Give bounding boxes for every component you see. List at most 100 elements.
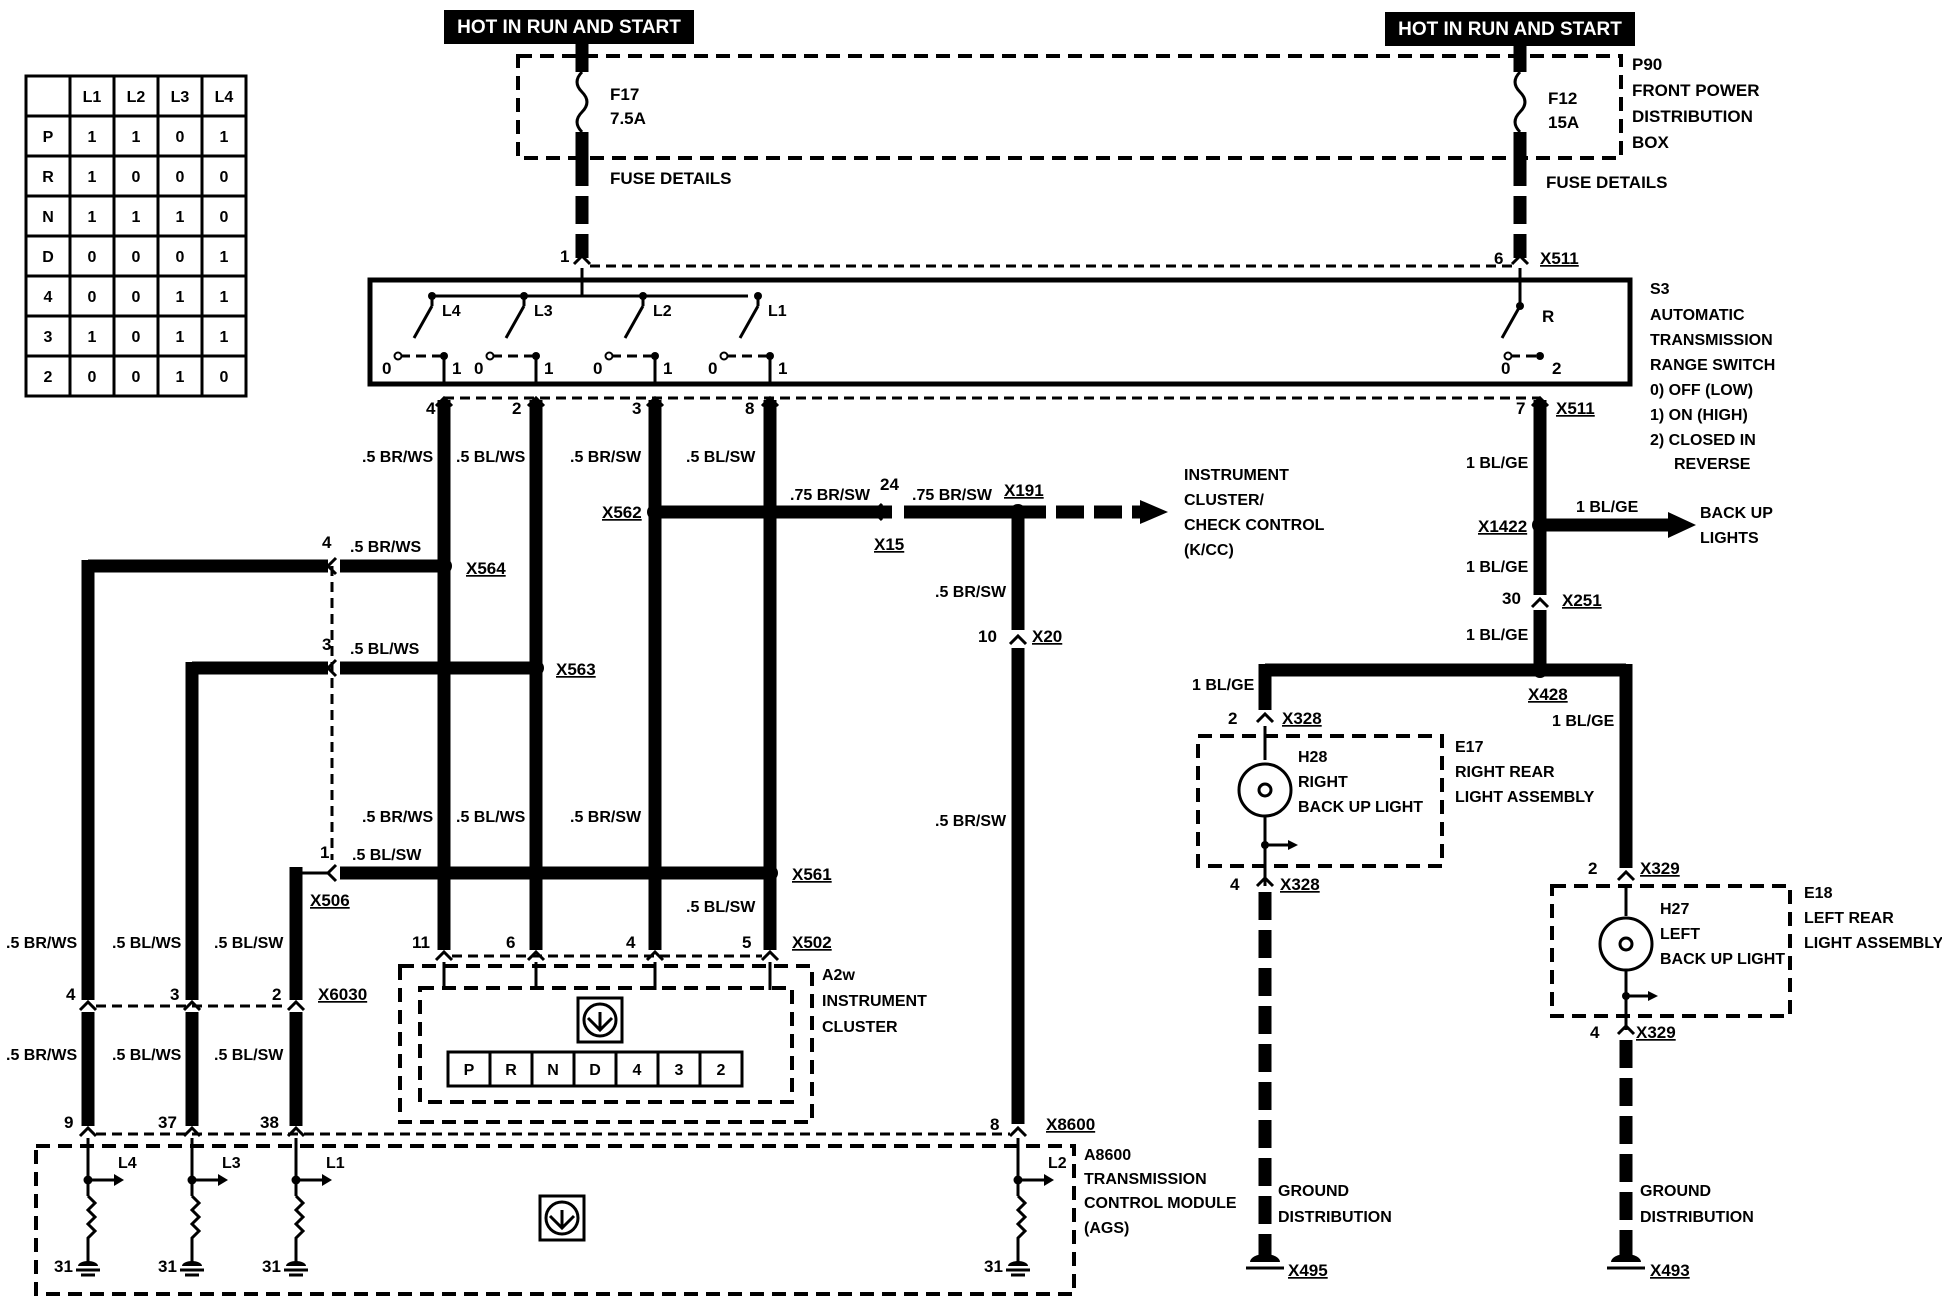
svg-text:X493: X493 bbox=[1650, 1261, 1690, 1280]
svg-text:1 BL/GE: 1 BL/GE bbox=[1192, 677, 1255, 694]
svg-text:.5 BR/WS: .5 BR/WS bbox=[362, 449, 433, 466]
svg-text:X561: X561 bbox=[792, 865, 832, 884]
svg-text:6: 6 bbox=[1494, 249, 1503, 268]
fuse-f12-icon bbox=[1513, 70, 1527, 134]
truth-table-cell bbox=[200, 274, 248, 318]
truth-table-value: 1 bbox=[176, 289, 185, 306]
truth-table-value: 1 bbox=[132, 209, 141, 226]
truth-table-value: P bbox=[43, 129, 54, 146]
svg-text:4: 4 bbox=[1230, 875, 1240, 894]
truth-table-value: 0 bbox=[132, 169, 141, 186]
left-backup-bulb-icon bbox=[1598, 916, 1654, 972]
svg-text:LIGHT ASSEMBLY: LIGHT ASSEMBLY bbox=[1455, 789, 1595, 806]
svg-text:.5 BL/WS: .5 BL/WS bbox=[456, 809, 526, 826]
resistor-icon bbox=[189, 1194, 202, 1250]
svg-text:X8600: X8600 bbox=[1046, 1115, 1095, 1134]
tcm-input-label: L3 bbox=[222, 1155, 241, 1172]
connector-pin-mark bbox=[526, 395, 546, 408]
truth-table-cell bbox=[24, 154, 72, 198]
svg-text:4: 4 bbox=[66, 985, 76, 1004]
ground-icon bbox=[286, 1261, 306, 1266]
range-switch-label: S3 AUTOMATIC TRANSMISSION RANGE SWITCH 0… bbox=[1650, 281, 1775, 473]
svg-text:LEFT: LEFT bbox=[1660, 926, 1700, 943]
instrument-cluster-check-label: INSTRUMENT CLUSTER/ CHECK CONTROL (K/CC) bbox=[1184, 467, 1325, 559]
switch-pos-0: 0 bbox=[708, 359, 717, 378]
truth-table-value: 0 bbox=[220, 169, 229, 186]
svg-text:1 BL/GE: 1 BL/GE bbox=[1466, 559, 1529, 576]
truth-table-header: L4 bbox=[215, 89, 234, 106]
svg-text:A2w: A2w bbox=[822, 967, 855, 984]
fuse-f12-details: FUSE DETAILS bbox=[1546, 173, 1668, 192]
svg-text:X329: X329 bbox=[1640, 859, 1680, 878]
svg-text:H27: H27 bbox=[1660, 901, 1689, 918]
truth-table-value: 0 bbox=[220, 209, 229, 226]
svg-text:X328: X328 bbox=[1282, 709, 1322, 728]
truth-table-cell bbox=[156, 234, 204, 278]
left-assembly-label: E18 LEFT REAR LIGHT ASSEMBLY bbox=[1804, 885, 1942, 952]
hot-label-right-text: HOT IN RUN AND START bbox=[1398, 19, 1622, 40]
gear-indicator-cell bbox=[530, 1050, 576, 1088]
svg-text:1: 1 bbox=[320, 843, 329, 862]
switch-pos-1: 1 bbox=[544, 359, 553, 378]
svg-text:X329: X329 bbox=[1636, 1023, 1676, 1042]
svg-text:E17: E17 bbox=[1455, 739, 1484, 756]
ground-pin-label: 31 bbox=[984, 1257, 1003, 1276]
gear-indicator-label: R bbox=[505, 1062, 517, 1079]
ground-icon bbox=[182, 1261, 202, 1266]
truth-table-value: 0 bbox=[88, 369, 97, 386]
svg-text:2: 2 bbox=[1588, 859, 1597, 878]
svg-text:8: 8 bbox=[745, 399, 754, 418]
tcm-input-label: L2 bbox=[1048, 1155, 1067, 1172]
truth-table-value: 1 bbox=[176, 329, 185, 346]
svg-text:DISTRIBUTION: DISTRIBUTION bbox=[1278, 1209, 1392, 1226]
fuse-f17-id: F17 bbox=[610, 85, 639, 104]
gear-indicator-label: D bbox=[589, 1062, 601, 1079]
right-backup-bulb-icon bbox=[1237, 762, 1293, 818]
svg-text:2: 2 bbox=[1228, 709, 1237, 728]
truth-table-value: 0 bbox=[88, 289, 97, 306]
resistor-icon bbox=[85, 1194, 98, 1250]
svg-text:24: 24 bbox=[880, 475, 899, 494]
tcm-label: A8600 TRANSMISSION CONTROL MODULE (AGS) bbox=[1084, 1147, 1237, 1237]
svg-text:LIGHTS: LIGHTS bbox=[1700, 530, 1759, 547]
truth-table-cell bbox=[24, 234, 72, 278]
svg-text:6: 6 bbox=[506, 933, 515, 952]
truth-table-value: 0 bbox=[176, 169, 185, 186]
p90-box bbox=[516, 54, 1623, 160]
svg-text:X191: X191 bbox=[1004, 481, 1044, 500]
svg-text:X328: X328 bbox=[1280, 875, 1320, 894]
truth-table-cell bbox=[112, 274, 160, 318]
fuse-f17-rating: 7.5A bbox=[610, 109, 646, 128]
svg-text:X562: X562 bbox=[602, 503, 642, 522]
ground-icon bbox=[78, 1261, 98, 1266]
svg-text:3: 3 bbox=[322, 635, 331, 654]
truth-table-value: 0 bbox=[132, 329, 141, 346]
svg-text:GROUND: GROUND bbox=[1640, 1183, 1711, 1200]
svg-text:.5 BL/WS: .5 BL/WS bbox=[112, 1047, 182, 1064]
svg-text:BACK UP LIGHT: BACK UP LIGHT bbox=[1298, 799, 1423, 816]
svg-text:GROUND: GROUND bbox=[1278, 1183, 1349, 1200]
connector-pin-mark bbox=[760, 395, 780, 408]
svg-text:3: 3 bbox=[170, 985, 179, 1004]
svg-text:10: 10 bbox=[978, 627, 997, 646]
svg-text:INSTRUMENT: INSTRUMENT bbox=[822, 993, 927, 1010]
svg-text:E18: E18 bbox=[1804, 885, 1833, 902]
truth-table-value: 0 bbox=[176, 129, 185, 146]
reverse-contact: R 0 2 bbox=[1500, 268, 1561, 378]
svg-text:X563: X563 bbox=[556, 660, 596, 679]
svg-text:30: 30 bbox=[1502, 589, 1521, 608]
gear-indicator-label: 4 bbox=[633, 1062, 642, 1079]
svg-text:(AGS): (AGS) bbox=[1084, 1220, 1129, 1237]
switch-pos-0: 0 bbox=[474, 359, 483, 378]
svg-text:38: 38 bbox=[260, 1113, 279, 1132]
connector-pin-mark bbox=[434, 395, 454, 408]
svg-text:AUTOMATIC: AUTOMATIC bbox=[1650, 307, 1745, 324]
svg-text:H28: H28 bbox=[1298, 749, 1327, 766]
svg-text:4: 4 bbox=[626, 933, 636, 952]
ground-icon-right bbox=[1246, 1254, 1284, 1270]
svg-text:2: 2 bbox=[272, 985, 281, 1004]
svg-text:CONTROL MODULE: CONTROL MODULE bbox=[1084, 1195, 1237, 1212]
